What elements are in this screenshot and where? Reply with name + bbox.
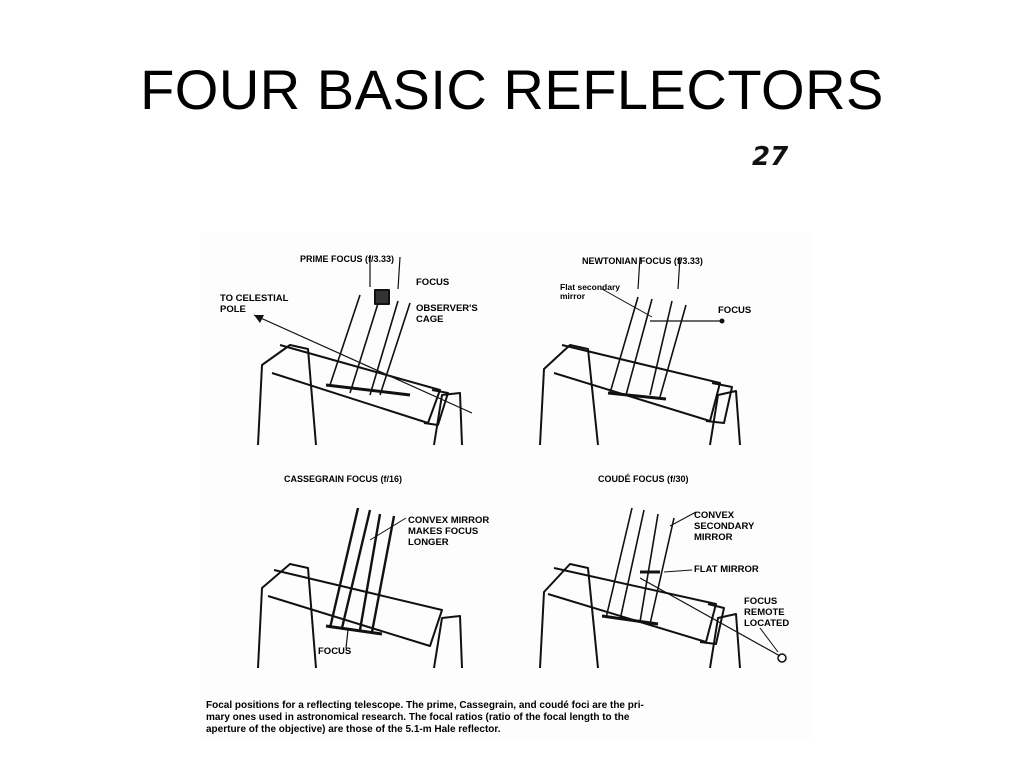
panel-prime-focus: PRIME FOCUS (f/3.33) FOCUS OBSERVER'S CA… [210,245,510,470]
observers-cage-label-line2: CAGE [416,314,444,325]
panel-newtonian-focus: NEWTONIAN FOCUS (f/3.33) Flat secondary … [510,245,810,470]
caption-line-3: aperture of the objective) are those of … [206,724,501,735]
figure-caption: Focal positions for a reflecting telesco… [206,700,726,736]
slide-title: FOUR BASIC REFLECTORS [140,58,884,121]
cassegrain-focus-diagram [257,507,463,669]
focus-remote-label-line1: FOCUS [744,596,778,607]
cassegrain-focus-label: FOCUS [318,646,352,657]
convex-mirror-label-line1: CONVEX MIRROR [408,515,490,526]
newtonian-focus-label: FOCUS [718,305,752,316]
prime-focus-title: PRIME FOCUS (f/3.33) [300,254,395,264]
flat-secondary-label-line1: Flat secondary [560,282,620,292]
convex-secondary-label-line1: CONVEX [694,510,735,521]
caption-line-2: mary ones used in astronomical research.… [206,712,630,723]
flat-secondary-label-line2: mirror [560,291,586,301]
newtonian-focus-diagram [539,256,741,446]
convex-mirror-label-line2: MAKES FOCUS [408,526,479,537]
convex-secondary-label-line3: MIRROR [694,532,733,543]
caption-line-1: Focal positions for a reflecting telesco… [206,700,644,711]
coude-focus-diagram [539,507,787,669]
newtonian-focus-title: NEWTONIAN FOCUS (f/3.33) [582,256,703,266]
convex-secondary-label-line2: SECONDARY [694,521,755,532]
page-number: 27 [752,142,789,172]
celestial-pole-label-line2: POLE [220,304,246,315]
celestial-pole-label-line1: TO CELESTIAL [220,293,289,304]
observers-cage-label-line1: OBSERVER'S [416,303,478,314]
coude-focus-title: COUDÉ FOCUS (f/30) [598,474,689,484]
prime-focus-diagram [253,255,473,446]
focus-remote-label-line3: LOCATED [744,618,790,629]
focus-remote-label-line2: REMOTE [744,607,785,618]
flat-mirror-label: FLAT MIRROR [694,564,759,575]
prime-focus-label: FOCUS [416,277,450,288]
panel-cassegrain-focus: CASSEGRAIN FOCUS (f/16) CONVEX MIRROR MA… [210,468,510,693]
panel-coude-focus: COUDÉ FOCUS (f/30) CONVEX SECONDARY MIRR… [510,468,810,693]
scanned-figure [200,232,810,742]
cassegrain-focus-title: CASSEGRAIN FOCUS (f/16) [284,474,403,484]
convex-mirror-label-line3: LONGER [408,537,449,548]
